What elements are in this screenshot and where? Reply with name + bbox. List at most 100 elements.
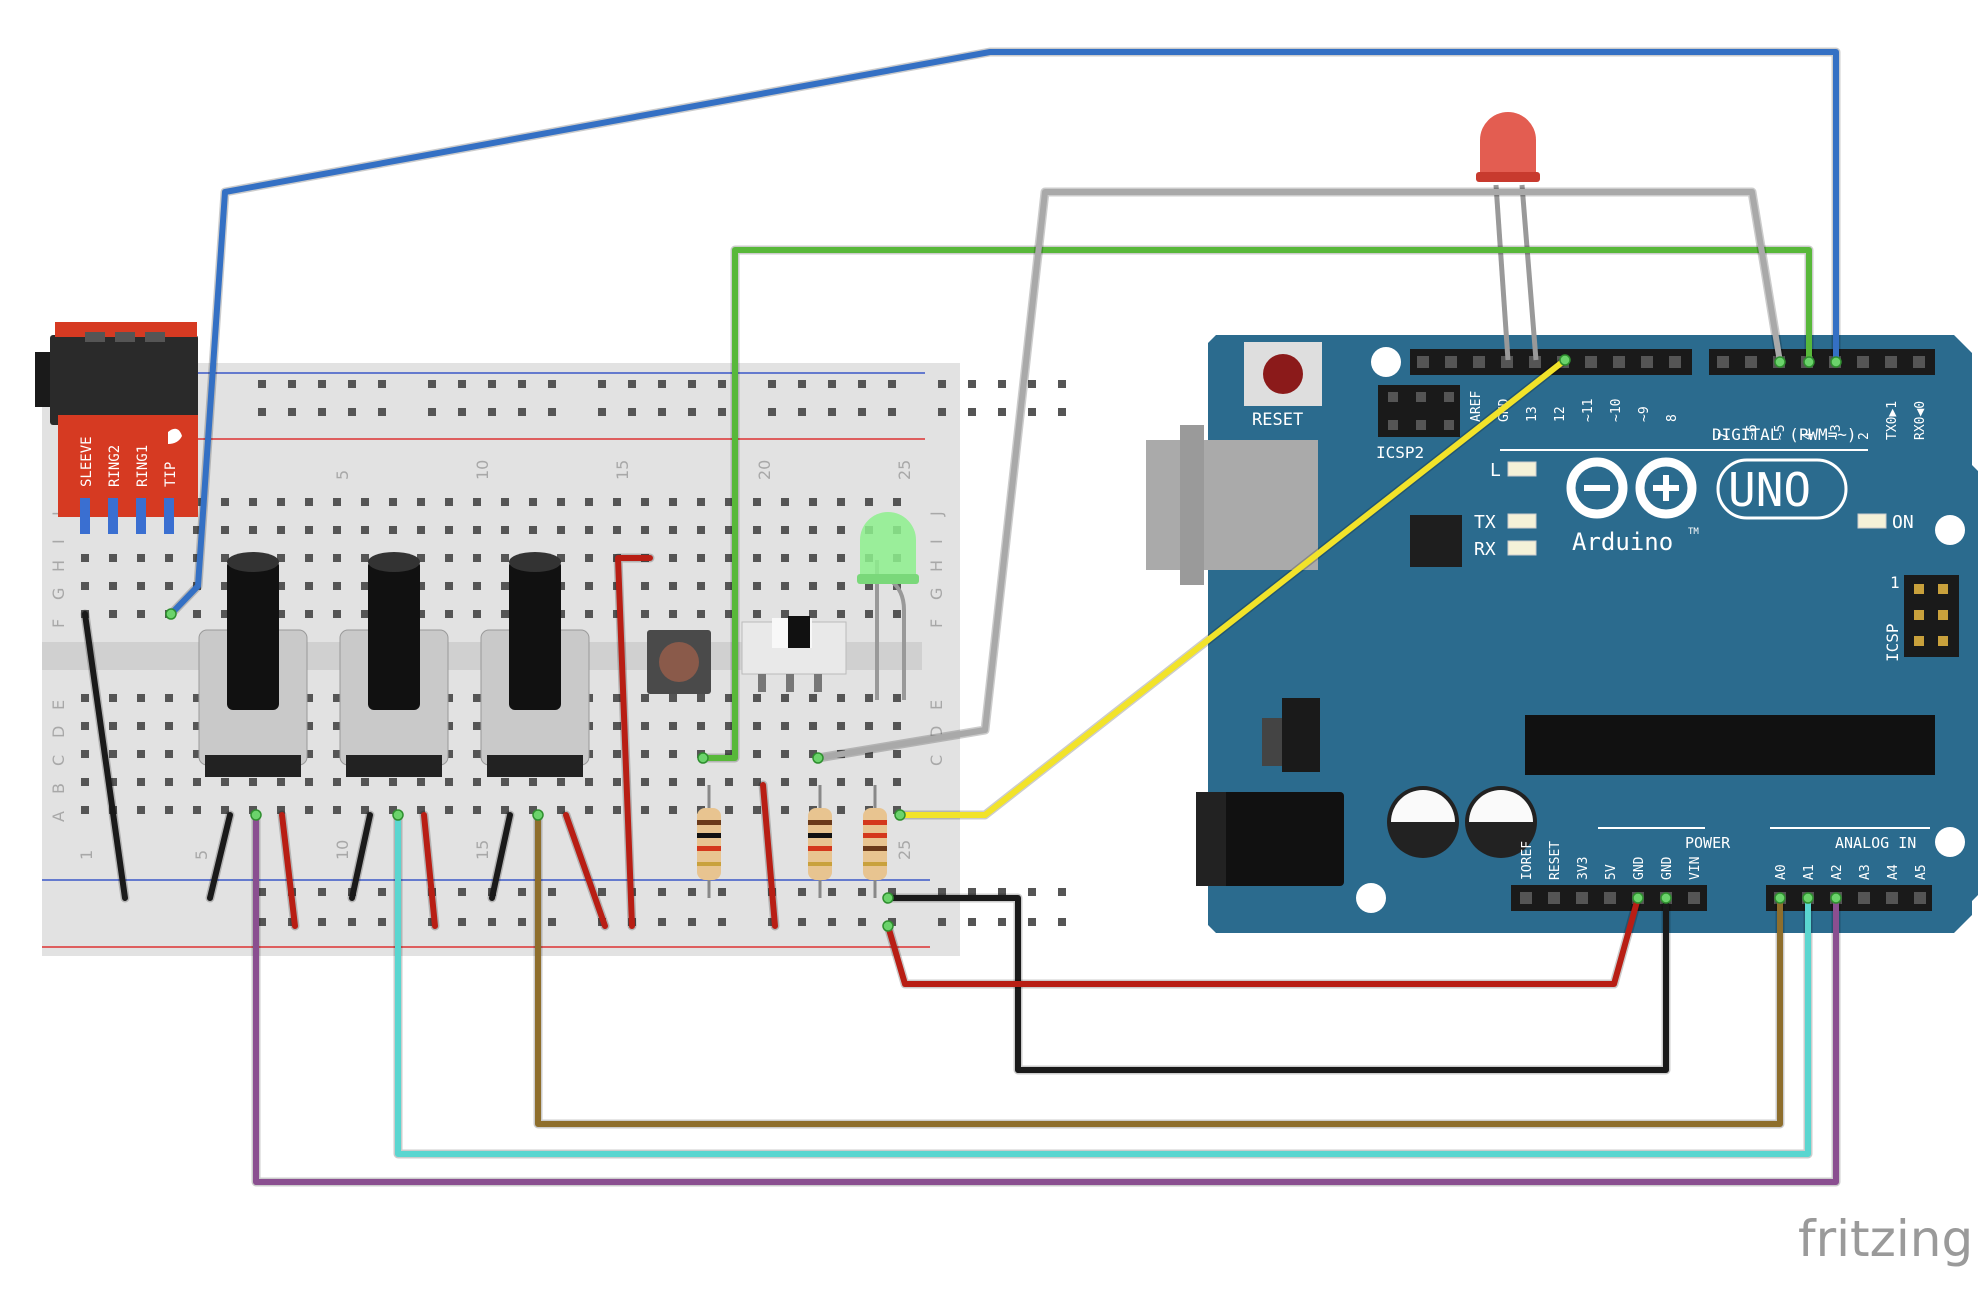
digital-pin-label: ~10	[1609, 399, 1624, 422]
led-on-label: ON	[1892, 512, 1914, 533]
breadboard-hole	[548, 408, 556, 416]
breadboard-hole	[828, 918, 836, 926]
breadboard-hole	[277, 526, 285, 534]
breadboard-hole	[557, 554, 565, 562]
wire-black	[207, 812, 233, 901]
breadboard-hole	[725, 498, 733, 506]
breadboard-hole	[585, 610, 593, 618]
breadboard-hole	[1058, 380, 1066, 388]
breadboard-hole	[501, 554, 509, 562]
row-letter: C	[927, 755, 946, 766]
breadboard-hole	[305, 526, 313, 534]
breadboard-hole	[725, 610, 733, 618]
row-letter: H	[49, 560, 68, 572]
breadboard-hole	[333, 722, 341, 730]
digital-pin-label: 7	[1717, 432, 1732, 440]
header-pin	[1858, 892, 1870, 904]
wire-endpoint	[697, 752, 709, 764]
breadboard-hole	[809, 526, 817, 534]
breadboard-hole	[249, 526, 257, 534]
breadboard-hole	[305, 554, 313, 562]
wire-cyan	[395, 812, 1811, 1157]
analog-pin-label: A5	[1914, 864, 1929, 880]
breadboard-hole	[837, 722, 845, 730]
breadboard-hole	[473, 498, 481, 506]
row-letter: E	[927, 700, 946, 710]
breadboard-hole	[458, 380, 466, 388]
audio-jack-breakout: SLEEVE RING2 RING1 TIP	[35, 322, 198, 534]
breadboard-hole	[585, 778, 593, 786]
row-letter: F	[49, 619, 68, 628]
breadboard-hole	[697, 778, 705, 786]
led-l-label: L	[1490, 460, 1501, 481]
breadboard-hole	[938, 918, 946, 926]
green-led	[857, 512, 919, 700]
breadboard-hole	[585, 498, 593, 506]
breadboard-hole	[501, 582, 509, 590]
breadboard-hole	[725, 526, 733, 534]
breadboard-hole	[658, 408, 666, 416]
breadboard-hole	[753, 582, 761, 590]
breadboard-hole	[865, 582, 873, 590]
breadboard-hole	[669, 722, 677, 730]
icsp-header: 1 ICSP	[1883, 573, 1959, 662]
breadboard-hole	[753, 694, 761, 702]
breadboard-hole	[865, 694, 873, 702]
power-label: POWER	[1685, 834, 1731, 852]
breadboard-hole	[598, 888, 606, 896]
breadboard-hole	[81, 722, 89, 730]
breadboard-hole	[137, 750, 145, 758]
breadboard-hole	[165, 750, 173, 758]
breadboard-hole	[718, 380, 726, 388]
breadboard-hole	[378, 408, 386, 416]
breadboard-hole	[893, 498, 901, 506]
breadboard-hole	[109, 778, 117, 786]
breadboard-hole	[753, 610, 761, 618]
breadboard-hole	[417, 806, 425, 814]
header-pin	[1520, 892, 1532, 904]
breadboard-hole	[417, 610, 425, 618]
resistor	[697, 808, 721, 880]
header-pin	[1613, 356, 1625, 368]
breadboard-hole	[445, 554, 453, 562]
breadboard-hole	[445, 750, 453, 758]
jack-pin-label-tip: TIP	[163, 462, 179, 487]
breadboard-hole	[109, 610, 117, 618]
header-pin	[1641, 356, 1653, 368]
header-pin	[1914, 892, 1926, 904]
breadboard-hole	[828, 888, 836, 896]
breadboard-hole	[865, 610, 873, 618]
breadboard-hole	[809, 610, 817, 618]
breadboard-hole	[768, 380, 776, 388]
row-letter: I	[49, 539, 68, 544]
potentiometer	[480, 552, 590, 777]
header-pin	[1913, 356, 1925, 368]
breadboard-hole	[258, 380, 266, 388]
wire-endpoint	[1802, 892, 1814, 904]
breadboard-hole	[697, 554, 705, 562]
power-pin-label: RESET	[1548, 841, 1563, 880]
breadboard-hole	[277, 806, 285, 814]
led-tx-label: TX	[1474, 512, 1496, 533]
wire-endpoint	[812, 752, 824, 764]
breadboard-hole	[518, 918, 526, 926]
breadboard-hole	[348, 380, 356, 388]
breadboard-hole	[968, 380, 976, 388]
breadboard-hole	[697, 610, 705, 618]
breadboard-hole	[137, 778, 145, 786]
breadboard-hole	[725, 554, 733, 562]
breadboard-hole	[473, 582, 481, 590]
jack-pin-label-sleeve: SLEEVE	[79, 436, 95, 487]
breadboard-hole	[585, 582, 593, 590]
breadboard-hole	[828, 380, 836, 388]
breadboard-hole	[697, 582, 705, 590]
pushbutton	[647, 630, 711, 694]
breadboard-hole	[613, 750, 621, 758]
wire-brown	[535, 812, 1783, 1127]
breadboard-hole	[893, 722, 901, 730]
breadboard-hole	[1058, 408, 1066, 416]
breadboard-hole	[258, 408, 266, 416]
breadboard-hole	[473, 610, 481, 618]
breadboard-hole	[305, 694, 313, 702]
